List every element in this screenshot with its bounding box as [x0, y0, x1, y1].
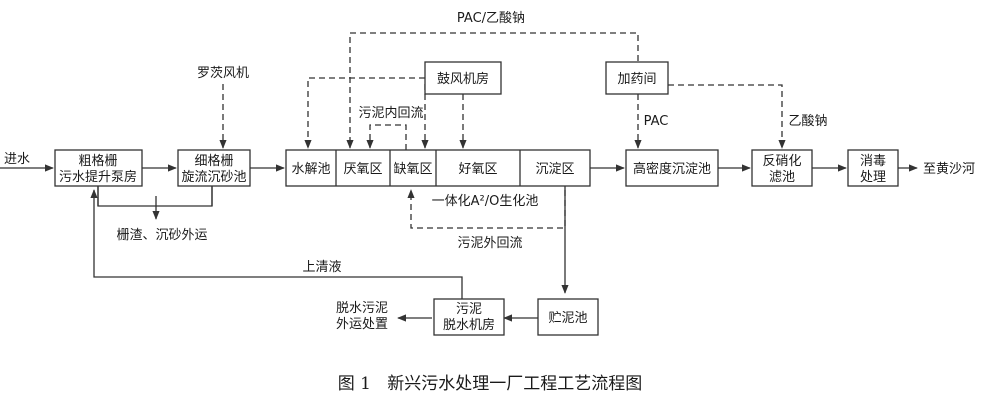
box-coarse-screen: [54, 149, 143, 187]
flow-screenings: [97, 186, 213, 207]
chem-pac-acetate-loop: [346, 32, 639, 149]
label-internal-return: 污泥内回流: [358, 105, 423, 121]
label-sludge-tank: 贮泥池: [548, 311, 587, 326]
label-dewater-2: 脱水机房: [443, 317, 495, 333]
sludge-internal-return: [366, 124, 407, 150]
box-fine-screen: [177, 149, 251, 187]
label-coarse-1: 粗格栅: [78, 153, 117, 169]
label-disposal-2: 外运处置: [336, 317, 388, 332]
label-blower-room: 鼓风机房: [437, 71, 489, 87]
label-coarse-2: 污水提升泵房: [59, 169, 137, 185]
box-denitrify: [751, 149, 813, 187]
box-bio-tank: [285, 149, 591, 187]
label-sedimentation: 沉淀区: [535, 162, 574, 177]
label-pac-acetate: PAC/乙酸钠: [457, 11, 525, 26]
label-outflow: 至黄沙河: [923, 162, 975, 177]
box-dosing-room: [605, 61, 669, 95]
flow-supernatant-return: [90, 189, 463, 299]
label-inflow: 进水: [4, 152, 30, 167]
box-dewatering: [433, 298, 505, 336]
label-external-return: 污泥外回流: [457, 236, 522, 251]
label-anoxic: 缺氧区: [393, 162, 432, 177]
chem-acetate-line: [668, 84, 786, 149]
figure-caption: 图 1 新兴污水处理一厂工程工艺流程图: [338, 374, 642, 394]
box-disinfect: [847, 149, 899, 187]
label-fine-1: 细格栅: [194, 153, 233, 169]
box-high-density: [625, 149, 719, 187]
label-disinfect-2: 处理: [860, 170, 886, 185]
label-screenings: 栅渣、沉砂外运: [116, 228, 207, 243]
label-supernatant: 上清液: [302, 260, 341, 275]
label-high-density: 高密度沉淀池: [633, 161, 711, 177]
sludge-external-return: [407, 189, 566, 229]
label-acetate: 乙酸钠: [788, 114, 827, 129]
box-sludge-tank: [537, 298, 599, 336]
label-anaerobic: 厌氧区: [343, 162, 382, 177]
label-disposal-1: 脱水污泥: [336, 301, 388, 316]
label-dewater-1: 污泥: [456, 302, 482, 317]
label-denitrify-2: 滤池: [769, 170, 795, 185]
label-roots-blower: 罗茨风机: [197, 66, 249, 81]
label-dosing-room: 加药间: [617, 72, 656, 87]
label-aerobic: 好氧区: [458, 162, 497, 177]
label-hydrolysis: 水解池: [291, 162, 330, 177]
label-pac: PAC: [644, 114, 669, 129]
box-blower-room: [424, 61, 502, 95]
label-denitrify-1: 反硝化: [762, 154, 801, 169]
air-blower-to-hydrolysis: [304, 77, 425, 149]
label-fine-2: 旋流沉砂池: [181, 170, 246, 185]
label-integrated-bio: 一体化A²/O生化池: [432, 194, 539, 209]
label-disinfect-1: 消毒: [860, 154, 886, 169]
